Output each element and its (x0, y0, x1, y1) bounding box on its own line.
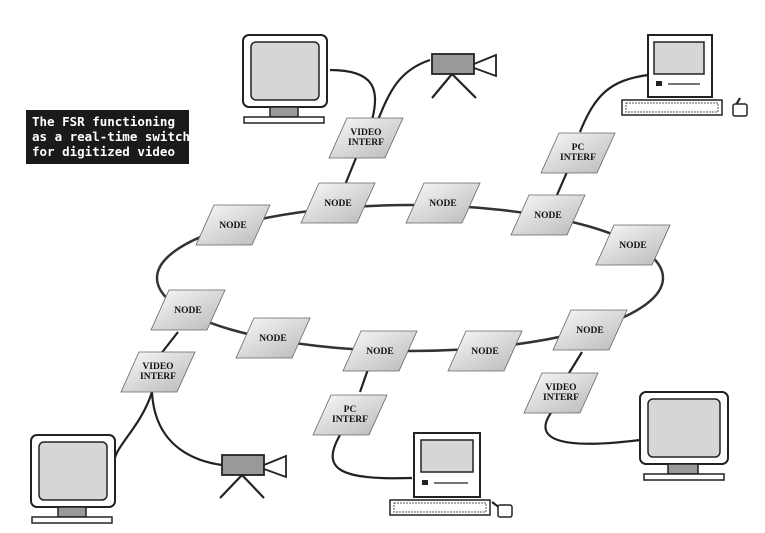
node-bottom-left: NODE (235, 317, 311, 359)
cable-video-right-monitor (544, 409, 641, 445)
caption-line-3: for digitized video (32, 144, 175, 159)
node-bottom-right: NODE (552, 309, 628, 351)
node-top-right: NODE (510, 194, 586, 236)
video-camera-bottom (219, 454, 287, 499)
video-interf-top-tile (328, 117, 404, 159)
caption-line-2: as a real-time switch (32, 129, 191, 144)
cable-video-left-camera (150, 391, 223, 467)
node-right-label: NODE (619, 241, 646, 251)
cable-pc-top-pcinterf (578, 73, 649, 133)
pc-interf-top-tile (540, 132, 616, 174)
node-bottom-right-tile (552, 309, 628, 351)
pc-top-right (621, 34, 748, 117)
node-bottom-center-left-label: NODE (366, 347, 393, 357)
monitor-top-left (242, 34, 328, 124)
video-camera-top (431, 53, 497, 99)
pc-interf-bottom-label: INTERF (332, 415, 368, 425)
cable-video-left-monitor (113, 391, 154, 466)
node-top-center-left-label: NODE (324, 199, 351, 209)
caption-box: The FSR functioning as a real-time switc… (26, 110, 191, 164)
node-top-left: NODE (195, 204, 271, 246)
node-top-center-left-tile (300, 182, 376, 224)
node-bottom-left-label: NODE (259, 334, 286, 344)
video-interf-top-label: INTERF (348, 138, 384, 148)
cable-monitor-top-video (329, 68, 377, 121)
pc-interf-bottom-tile (312, 394, 388, 436)
video-interf-right-tile (523, 372, 599, 414)
video-interf-left-label: VIDEO (142, 362, 173, 372)
node-bottom-center-right: NODE (447, 330, 523, 372)
cables (113, 58, 741, 509)
cable-pcinterf-bottom-pc (331, 434, 413, 480)
pc-interf-top-label: PC (572, 143, 585, 153)
node-top-left-tile (195, 204, 271, 246)
video-interf-left-tile (120, 351, 196, 393)
node-bottom-left-tile (235, 317, 311, 359)
node-left-tile (150, 289, 226, 331)
node-top-right-label: NODE (534, 211, 561, 221)
node-top-right-tile (510, 194, 586, 236)
node-bottom-center-right-tile (447, 330, 523, 372)
video-interf-top-label: VIDEO (350, 128, 381, 138)
node-top-center-label: NODE (429, 199, 456, 209)
node-left: NODE (150, 289, 226, 331)
monitor-bottom-left (30, 434, 116, 524)
fsr-ring (155, 203, 665, 353)
pc-interf-bottom-label: PC (344, 405, 357, 415)
node-top-center: NODE (405, 182, 481, 224)
video-interf-right-label: INTERF (543, 393, 579, 403)
pc-interf-top-label: INTERF (560, 153, 596, 163)
node-left-label: NODE (174, 306, 201, 316)
monitor-bottom-right (639, 391, 729, 481)
node-bottom-center-right-label: NODE (471, 347, 498, 357)
cable-node-left-video (159, 331, 179, 356)
pc-bottom-center (389, 432, 513, 518)
node-top-left-label: NODE (219, 221, 246, 231)
video-interf-right-label: VIDEO (545, 383, 576, 393)
node-bottom-center-left-tile (342, 330, 418, 372)
node-top-center-left: NODE (300, 182, 376, 224)
node-bottom-center-left: NODE (342, 330, 418, 372)
node-right-tile (595, 224, 671, 266)
video-interf-left-label: INTERF (140, 372, 176, 382)
caption-line-1: The FSR functioning (32, 114, 175, 129)
node-top-center-tile (405, 182, 481, 224)
cable-camera-top-video (376, 58, 431, 121)
node-right: NODE (595, 224, 671, 266)
node-bottom-right-label: NODE (576, 326, 603, 336)
